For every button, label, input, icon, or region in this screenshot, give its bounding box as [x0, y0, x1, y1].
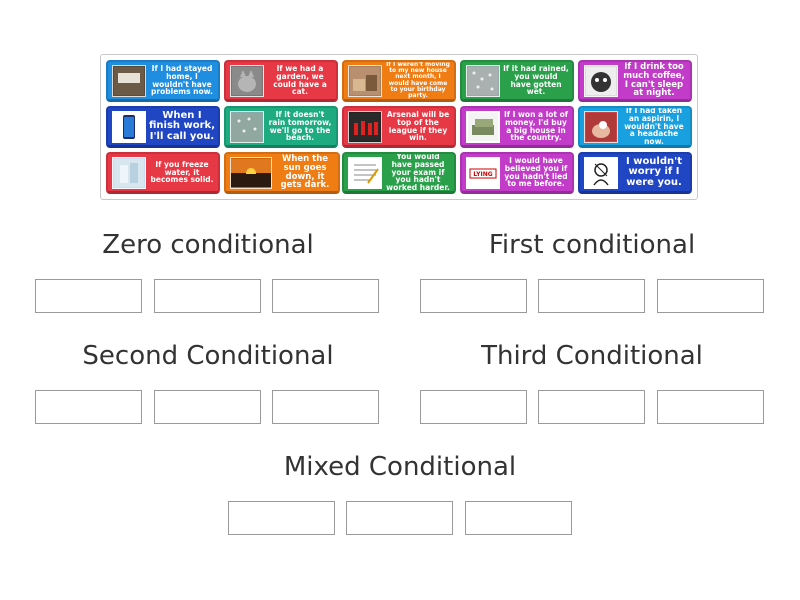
- drop-slot-zero-2[interactable]: [154, 279, 261, 313]
- drop-slot-third-3[interactable]: [657, 390, 764, 424]
- answer-card[interactable]: I wouldn't worry if I were you.: [578, 152, 692, 194]
- category-title-first: First conditional: [488, 230, 696, 260]
- answer-card[interactable]: If I had taken an aspirin, I wouldn't ha…: [578, 106, 692, 148]
- answer-card[interactable]: If we had a garden, we could have a cat.: [224, 60, 338, 102]
- card-tray: If I had stayed home, I wouldn't have pr…: [100, 54, 698, 200]
- sunset-photo-icon: [230, 156, 272, 189]
- card-text: When I finish work, I'll call you.: [149, 109, 216, 142]
- card-text: You would have passed your exam if you h…: [386, 152, 450, 193]
- answer-card[interactable]: If it had rained, you would have gotten …: [460, 60, 574, 102]
- category-title-second: Second Conditional: [82, 341, 334, 371]
- drop-slot-first-3[interactable]: [657, 279, 764, 313]
- card-text: If I won a lot of money, I'd buy a big h…: [503, 109, 569, 143]
- answer-card[interactable]: If it doesn't rain tomorrow, we'll go to…: [224, 106, 338, 148]
- moving-photo-icon: [348, 64, 382, 97]
- answer-card[interactable]: If I drink too much coffee, I can't slee…: [578, 60, 692, 102]
- drop-slot-second-3[interactable]: [272, 390, 379, 424]
- pill-photo-icon: [584, 110, 618, 143]
- card-text: Arsenal will be top of the league if the…: [386, 109, 450, 143]
- drop-slot-first-2[interactable]: [538, 279, 645, 313]
- category-title-mixed: Mixed Conditional: [283, 452, 517, 482]
- cat-photo-icon: [230, 64, 264, 97]
- drop-slot-mixed-2[interactable]: [346, 501, 453, 535]
- category-title-zero: Zero conditional: [102, 230, 314, 260]
- coffee-photo-icon: [584, 64, 618, 97]
- drop-slot-first-1[interactable]: [420, 279, 527, 313]
- drop-slot-zero-1[interactable]: [35, 279, 142, 313]
- card-text: I would have believed you if you hadn't …: [504, 155, 568, 189]
- exam-photo-icon: [348, 156, 382, 189]
- category-title-third: Third Conditional: [481, 341, 703, 371]
- lying-sign: LYING: [473, 171, 492, 178]
- card-text: I wouldn't worry if I were you.: [626, 155, 682, 188]
- person-photo-icon: [112, 64, 146, 97]
- card-text: If it doesn't rain tomorrow, we'll go to…: [268, 109, 332, 143]
- answer-card[interactable]: If I won a lot of money, I'd buy a big h…: [460, 106, 574, 148]
- card-text: If you freeze water, it becomes solid.: [150, 159, 214, 185]
- answer-card[interactable]: You would have passed your exam if you h…: [342, 152, 456, 194]
- card-text: If I weren't moving to my new house next…: [386, 60, 450, 100]
- answer-card[interactable]: LYING I would have believed you if you h…: [460, 152, 574, 194]
- drop-slot-second-1[interactable]: [35, 390, 142, 424]
- money-photo-icon: [466, 110, 500, 143]
- card-text: If I had taken an aspirin, I wouldn't ha…: [624, 106, 684, 147]
- football-photo-icon: [348, 110, 382, 143]
- drop-slot-third-2[interactable]: [538, 390, 645, 424]
- answer-card[interactable]: If you freeze water, it becomes solid.: [106, 152, 220, 194]
- answer-card[interactable]: If I weren't moving to my new house next…: [342, 60, 456, 102]
- card-text: If we had a garden, we could have a cat.: [273, 63, 327, 97]
- answer-card[interactable]: If I had stayed home, I wouldn't have pr…: [106, 60, 220, 102]
- drop-slot-mixed-3[interactable]: [465, 501, 572, 535]
- answer-card[interactable]: Arsenal will be top of the league if the…: [342, 106, 456, 148]
- card-text: If I had stayed home, I wouldn't have pr…: [151, 63, 213, 97]
- card-text: If it had rained, you would have gotten …: [503, 63, 569, 97]
- answer-card[interactable]: When the sun goes down, it gets dark.: [224, 152, 340, 194]
- drop-slot-second-2[interactable]: [154, 390, 261, 424]
- rain-photo-icon: [230, 110, 264, 143]
- worry-photo-icon: [584, 156, 618, 189]
- phone-photo-icon: [112, 110, 146, 143]
- drop-slot-third-1[interactable]: [420, 390, 527, 424]
- drop-slot-zero-3[interactable]: [272, 279, 379, 313]
- lying-photo-icon: LYING: [466, 156, 500, 189]
- card-text: If I drink too much coffee, I can't slee…: [623, 61, 685, 99]
- answer-card[interactable]: When I finish work, I'll call you.: [106, 106, 220, 148]
- drop-slot-mixed-1[interactable]: [228, 501, 335, 535]
- ice-photo-icon: [112, 156, 146, 189]
- card-text: When the sun goes down, it gets dark.: [280, 153, 330, 191]
- rain-photo-icon: [466, 64, 500, 97]
